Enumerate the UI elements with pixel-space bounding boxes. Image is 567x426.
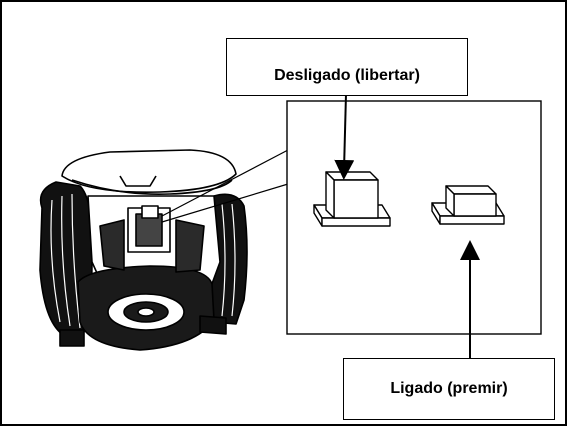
label-pressed-text: Ligado (premir) xyxy=(390,380,508,397)
label-pressed: Ligado (premir) xyxy=(343,358,555,420)
arrow-down-to-released xyxy=(334,93,355,180)
label-released-text: Desligado (libertar) xyxy=(274,67,420,84)
robot-mower-illustration xyxy=(39,149,248,351)
callout-line-top xyxy=(161,149,289,217)
label-released: Desligado (libertar) xyxy=(226,38,468,96)
switch-released xyxy=(313,171,391,227)
switch-pressed xyxy=(431,185,505,225)
callout-line-bottom xyxy=(161,183,289,223)
